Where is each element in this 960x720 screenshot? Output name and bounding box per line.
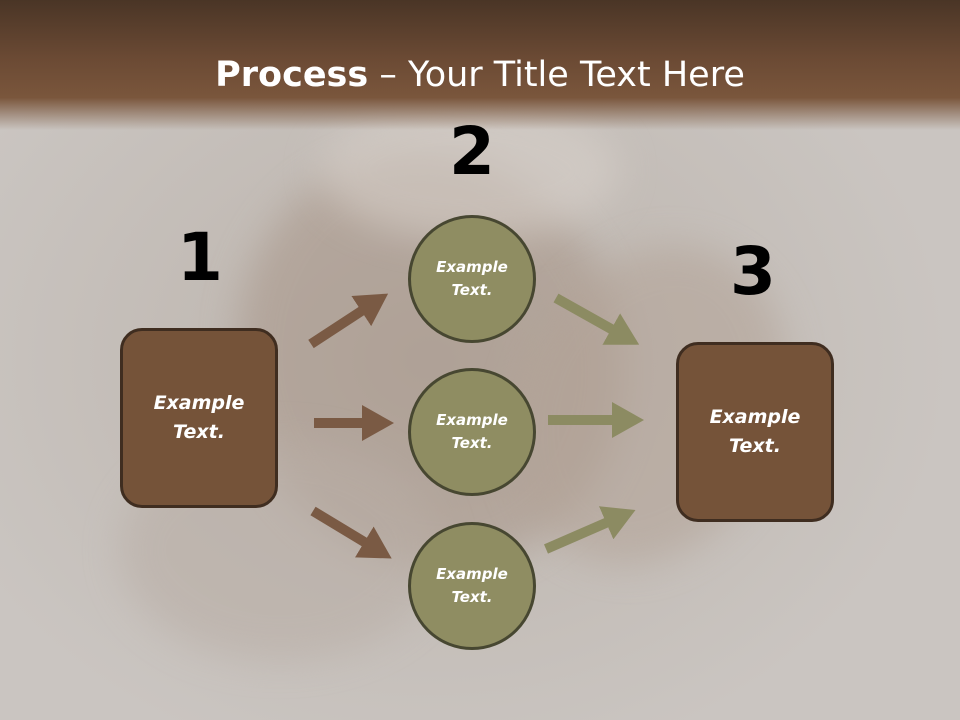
end-box: Example Text.	[676, 342, 834, 522]
step-number-3: 3	[730, 233, 776, 310]
step-number-1: 1	[177, 219, 223, 296]
middle-circle-top: Example Text.	[408, 215, 536, 343]
arrow-start-to-bot	[310, 506, 392, 559]
title-bold: Process	[215, 55, 369, 95]
middle-circle-mid-label: Example Text.	[436, 411, 508, 452]
arrow-bot-to-end	[544, 506, 636, 554]
start-box-label: Example Text.	[153, 392, 245, 443]
start-box: Example Text.	[120, 328, 278, 508]
middle-circle-bot: Example Text.	[408, 522, 536, 650]
arrow-start-to-top	[308, 293, 389, 349]
arrow-top-to-end	[553, 293, 640, 345]
slide-title: Process – Your Title Text Here	[0, 52, 960, 98]
title-band	[0, 0, 960, 130]
middle-circle-mid: Example Text.	[408, 368, 536, 496]
end-box-label: Example Text.	[709, 406, 801, 457]
middle-circle-bot-label: Example Text.	[436, 565, 508, 606]
step-number-2: 2	[449, 113, 495, 190]
middle-circle-top-label: Example Text.	[436, 258, 508, 299]
title-rest: – Your Title Text Here	[368, 55, 745, 95]
